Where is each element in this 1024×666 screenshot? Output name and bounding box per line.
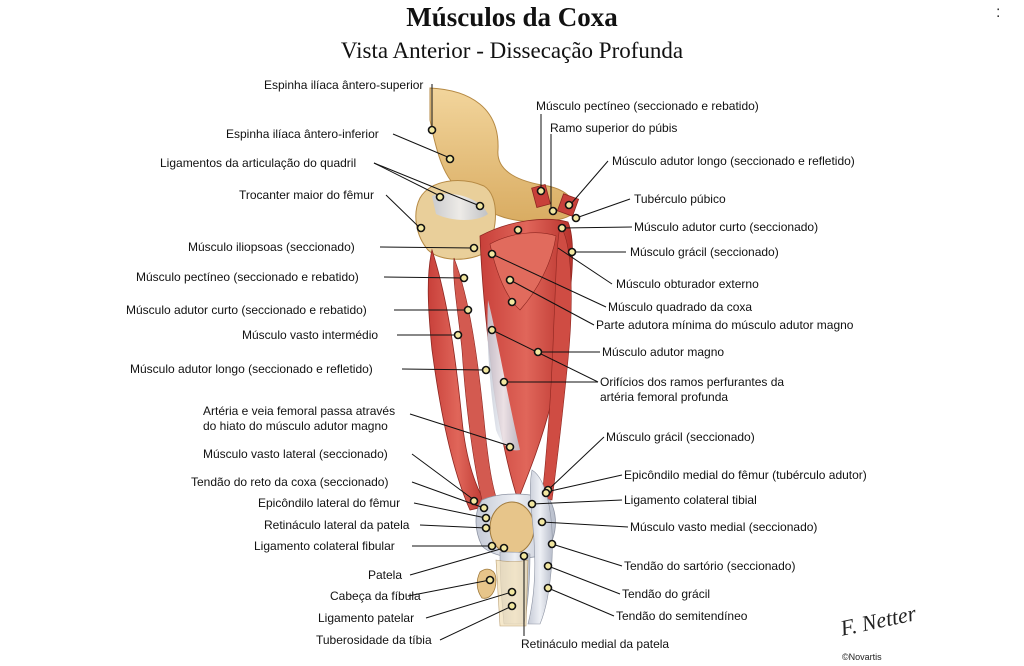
label-epicondilo-medial: Epicôndilo medial do fêmur (tubérculo ad… <box>624 468 867 482</box>
label-tuberculo-pubico: Tubérculo púbico <box>634 192 726 206</box>
label-vasto-lateral: Músculo vasto lateral (seccionado) <box>203 447 388 461</box>
label-espinha-antero-inferior: Espinha ilíaca ântero-inferior <box>226 127 379 141</box>
label-adutor-curto-right: Músculo adutor curto (seccionado) <box>634 220 819 234</box>
label-gracil-upper: Músculo grácil (seccionado) <box>630 245 779 259</box>
label-orificios-2: artéria femoral profunda <box>600 390 729 404</box>
label-retinaculo-lateral: Retináculo lateral da patela <box>264 518 410 532</box>
label-tendao-sartorio: Tendão do sartório (seccionado) <box>624 559 796 573</box>
label-ligamentos-quadril: Ligamentos da articulação do quadril <box>160 156 357 170</box>
label-iliopsoas: Músculo iliopsoas (seccionado) <box>188 240 355 254</box>
label-quadrado-coxa: Músculo quadrado da coxa <box>608 300 753 314</box>
label-arteria-veia-1: Artéria e veia femoral passa através <box>203 404 396 418</box>
label-gracil-lower: Músculo grácil (seccionado) <box>606 430 755 444</box>
hip-ligament-band <box>432 193 488 220</box>
label-cabeca-fibula: Cabeça da fíbula <box>330 589 421 603</box>
label-pectineo-right: Músculo pectíneo (seccionado e rebatido) <box>536 99 759 113</box>
label-ligamento-patelar: Ligamento patelar <box>318 611 415 625</box>
label-trocanter-maior: Trocanter maior do fêmur <box>239 188 374 202</box>
label-adutor-magno: Músculo adutor magno <box>602 345 725 359</box>
stray-mark: : <box>996 4 1001 21</box>
diagram-title: Músculos da Coxa <box>406 2 618 32</box>
label-colateral-fibular: Ligamento colateral fibular <box>254 539 395 553</box>
label-retinaculo-medial: Retináculo medial da patela <box>521 637 670 651</box>
label-espinha-antero-superior: Espinha ilíaca ântero-superior <box>264 78 424 92</box>
label-vasto-intermedio: Músculo vasto intermédio <box>242 328 379 342</box>
label-tendao-reto: Tendão do reto da coxa (seccionado) <box>191 475 389 489</box>
pectineus-stump <box>531 184 551 208</box>
label-ramo-superior-pubis: Ramo superior do púbis <box>550 121 678 135</box>
label-colateral-tibial: Ligamento colateral tibial <box>624 493 757 507</box>
label-parte-adutora: Parte adutora mínima do músculo adutor m… <box>596 318 854 332</box>
label-arteria-veia-2: do hiato do músculo adutor magno <box>203 419 388 433</box>
copyright-notice: ©Novartis <box>842 652 882 662</box>
label-tendao-semitendineo: Tendão do semitendíneo <box>616 609 748 623</box>
fibula-head <box>476 568 497 599</box>
diagram-subtitle: Vista Anterior - Dissecação Profunda <box>340 38 684 63</box>
label-markers <box>416 125 581 611</box>
label-epicondilo-lateral: Epicôndilo lateral do fêmur <box>258 496 401 510</box>
label-pectineo-left: Músculo pectíneo (seccionado e rebatido) <box>136 270 359 284</box>
label-vasto-medial: Músculo vasto medial (seccionado) <box>630 520 818 534</box>
label-patela: Patela <box>368 568 403 582</box>
patella-bone <box>489 501 535 555</box>
label-obturador-externo: Músculo obturador externo <box>616 277 759 291</box>
adductor-short-muscle <box>489 232 557 311</box>
label-adutor-longo-right: Músculo adutor longo (seccionado e refle… <box>612 154 855 168</box>
label-adutor-longo-left: Músculo adutor longo (seccionado e refle… <box>130 362 373 376</box>
leader-lines <box>373 84 633 641</box>
label-adutor-curto-left: Músculo adutor curto (seccionado e rebat… <box>126 303 367 317</box>
adductor-hiatus-membrane <box>487 300 520 451</box>
label-orificios-1: Orifícios dos ramos perfurantes da <box>600 375 785 389</box>
label-tuberosidade-tibia: Tuberosidade da tíbia <box>316 633 432 647</box>
label-tendao-gracil: Tendão do grácil <box>622 587 711 601</box>
